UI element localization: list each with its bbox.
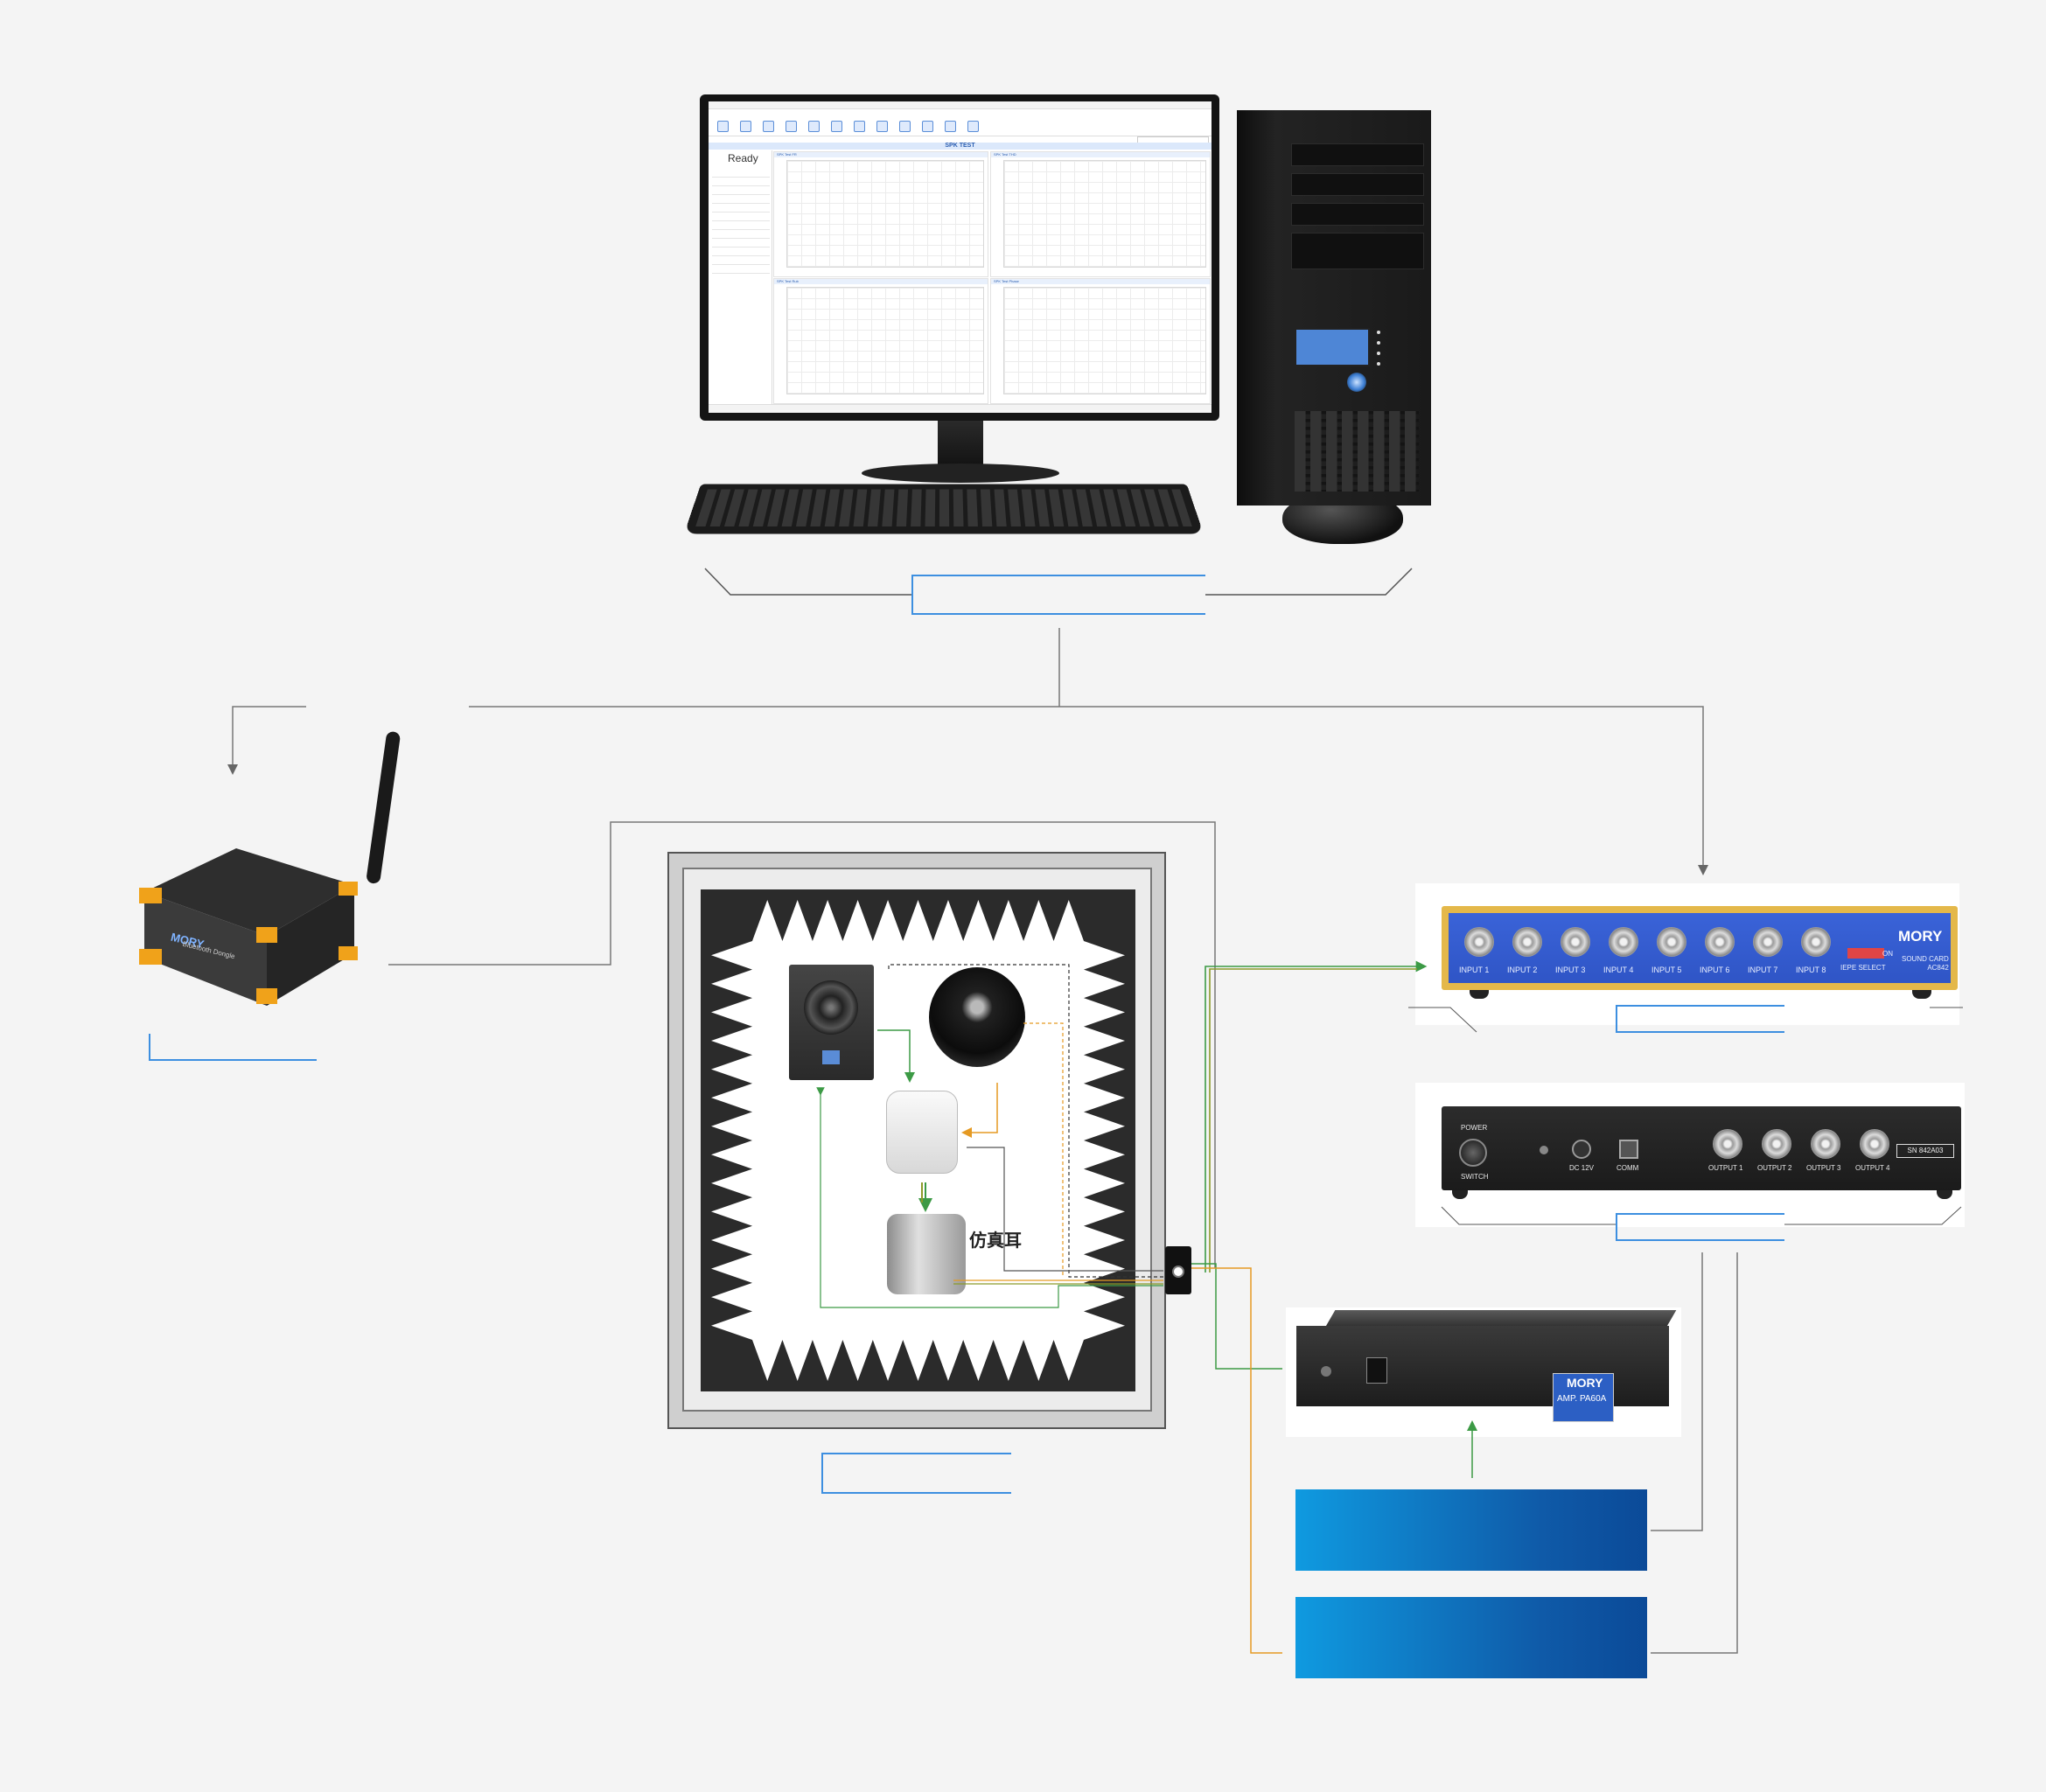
earbuds-dut [886,1091,958,1174]
sound-card-type-text: SOUND CARD [1902,955,1949,963]
output-label: OUTPUT 4 [1855,1164,1890,1172]
bnc-connector-icon [1657,927,1686,957]
toolbar-icon[interactable] [808,121,820,132]
toolbar-icon[interactable] [922,121,933,132]
power-label: POWER [1461,1124,1488,1132]
status-led [1540,1146,1548,1154]
output-unit-panel: POWER SWITCH DC 12V COMM OUTPUT 1 OUTPUT… [1442,1106,1961,1190]
ear-simulator-label: 仿真耳 [969,1230,1022,1251]
sound-card-model: AC842 [1927,964,1949,972]
input-label: INPUT 6 [1700,966,1730,974]
toolbar-icon[interactable] [763,121,774,132]
chamber-connector [1165,1246,1191,1294]
dc-label: DC 12V [1569,1164,1595,1172]
iepe-label: IEPE SELECT [1840,964,1886,972]
bnc-connector-icon [1705,927,1735,957]
input-label: INPUT 2 [1507,966,1538,974]
input-label: INPUT 4 [1603,966,1634,974]
plot-panel: SPK Test THD [990,151,1211,277]
bnc-connector-icon [1464,927,1494,957]
amplifier-knob-icon [1321,1366,1331,1377]
amplifier-model: AMP. PA60A [1557,1394,1607,1404]
dip-switch [1847,948,1884,959]
toolbar-icon[interactable] [967,121,979,132]
toolbar-icon[interactable] [740,121,751,132]
blue-label-bar [1295,1489,1647,1571]
plot-title: SPK Test Phase [991,279,1210,284]
switch-label: SWITCH [1461,1173,1489,1181]
dc-jack-icon [1572,1140,1591,1159]
bnc-connector-icon [1860,1129,1889,1159]
software-statusbar [709,404,1212,413]
amplifier-power-switch-icon [1366,1357,1387,1384]
bnc-connector-icon [1561,927,1590,957]
bluetooth-dongle [139,848,358,1006]
bnc-connector-icon [1512,927,1542,957]
power-button-icon [1347,373,1366,392]
monitor-base [862,464,1059,483]
toolbar-icon[interactable] [876,121,888,132]
bnc-connector-icon [1609,927,1638,957]
plot-title: SPK Test Rub [774,279,988,284]
software-titlebar [709,101,1212,109]
input-label: INPUT 7 [1748,966,1778,974]
monitor-stand [938,421,983,470]
output-label: OUTPUT 1 [1708,1164,1743,1172]
artificial-mouth [929,967,1025,1067]
absorber-wedges [711,900,1125,1381]
software-status: Ready [728,152,758,164]
bnc-connector-icon [1753,927,1783,957]
input-label: INPUT 5 [1651,966,1682,974]
bnc-connector-icon [1801,927,1831,957]
sound-card-brand: MORY [1898,928,1943,945]
toolbar-icon[interactable] [717,121,729,132]
sound-card-type: SOUND CARD AC842 [1902,955,1949,973]
serial-number: SN 842A03 [1896,1144,1954,1158]
plot-panel: SPK Test Phase [990,278,1211,404]
dip-on-label: ON [1882,950,1893,958]
software-banner: SPK TEST [709,143,1212,150]
plot-panel: SPK Test FR [773,151,988,277]
toolbar-icon[interactable] [854,121,865,132]
input-label: INPUT 1 [1459,966,1490,974]
toolbar-icon[interactable] [945,121,956,132]
amplifier-brand: MORY [1567,1376,1603,1390]
tower-vent [1295,411,1419,492]
comm-label: COMM [1617,1164,1639,1172]
software-sidebar [710,150,772,404]
toolbar-icon[interactable] [831,121,842,132]
plot-title: SPK Test FR [774,152,988,157]
ear-simulator [887,1214,966,1294]
software-toolbar [709,118,1212,136]
usb-port-icon [1619,1140,1638,1159]
toolbar-icon[interactable] [786,121,797,132]
tower-lcd-display [1295,328,1370,366]
amplifier-badge [1553,1373,1614,1422]
bnc-connector-icon [1811,1129,1840,1159]
output-label: OUTPUT 2 [1757,1164,1792,1172]
toolbar-icon[interactable] [899,121,911,132]
monitor-screen: SPK TEST Ready SPK Test FR SPK Test THD … [709,101,1212,413]
plot-panel: SPK Test Rub [773,278,988,404]
bnc-connector-icon [1713,1129,1742,1159]
input-label: INPUT 3 [1555,966,1586,974]
bnc-connector-icon [1762,1129,1791,1159]
plot-title: SPK Test THD [991,152,1210,157]
power-switch-icon [1459,1139,1487,1167]
output-label: OUTPUT 3 [1806,1164,1841,1172]
input-label: INPUT 8 [1796,966,1826,974]
blue-label-bar [1295,1597,1647,1678]
reference-speaker [789,965,874,1080]
